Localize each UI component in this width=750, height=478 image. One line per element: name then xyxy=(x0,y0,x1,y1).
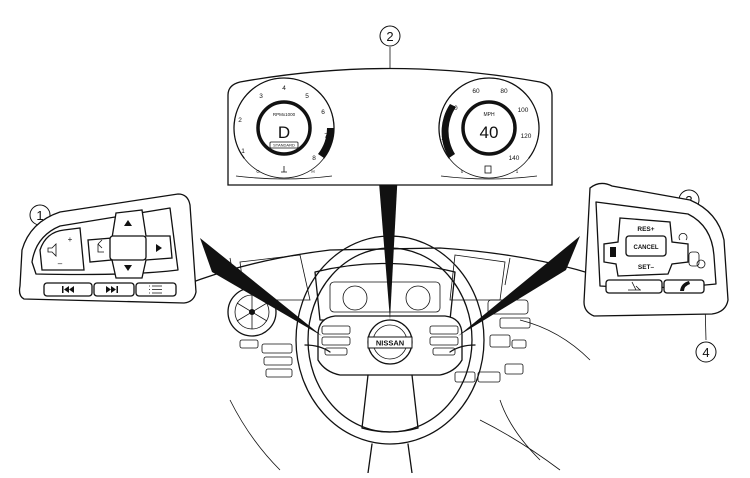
svg-text:120: 120 xyxy=(521,133,532,140)
right-steering-switch: RES+ CANCEL SET– xyxy=(583,182,729,317)
cancel-label: CANCEL xyxy=(634,245,659,251)
set-minus-label: SET– xyxy=(638,264,655,271)
svg-text:60: 60 xyxy=(472,88,480,95)
gear-indicator: D xyxy=(278,123,290,142)
following-distance-icon xyxy=(610,247,616,257)
svg-text:RPMx1000: RPMx1000 xyxy=(273,112,296,117)
fuel-icon xyxy=(484,165,492,174)
svg-text:4: 4 xyxy=(702,345,709,360)
menu-icon xyxy=(149,285,162,294)
instrument-cluster: RPMx1000 D STANDARD 1 2 3 4 5 6 7 8 C H … xyxy=(227,67,553,186)
center-console xyxy=(229,299,591,471)
previous-track-icon xyxy=(62,286,74,293)
right-arrow-icon xyxy=(156,244,162,252)
cruise-control-switch[interactable]: RES+ CANCEL SET– xyxy=(603,217,689,277)
steering-wheel: NISSAN xyxy=(295,235,485,474)
svg-text:4: 4 xyxy=(282,85,286,92)
svg-text:H: H xyxy=(311,169,314,174)
lane-icon xyxy=(688,251,700,267)
callout-4: 4 xyxy=(695,341,717,363)
svg-text:0: 0 xyxy=(461,169,464,174)
left-bottom-buttons xyxy=(43,282,177,297)
brand-text: NISSAN xyxy=(376,339,404,348)
svg-text:140: 140 xyxy=(509,155,520,162)
next-track-icon xyxy=(106,286,118,293)
svg-text:100: 100 xyxy=(518,107,529,114)
back-icon xyxy=(97,239,104,253)
left-dash-buttons xyxy=(239,339,293,378)
callout-2: 2 xyxy=(379,25,401,47)
cruise-icon xyxy=(696,259,706,269)
volume-minus: – xyxy=(58,259,63,268)
svg-text:8: 8 xyxy=(312,155,316,162)
speed-readout: 40 xyxy=(480,123,499,142)
svg-text:40: 40 xyxy=(450,105,458,112)
tachometer: RPMx1000 D STANDARD 1 2 3 4 5 6 7 8 C H xyxy=(233,77,335,180)
svg-text:5: 5 xyxy=(305,93,309,100)
voice-icon xyxy=(628,281,641,291)
volume-switch[interactable]: + – xyxy=(39,227,85,271)
svg-text:1: 1 xyxy=(36,208,43,223)
svg-text:C: C xyxy=(256,169,260,174)
res-plus-label: RES+ xyxy=(637,226,654,233)
volume-icon xyxy=(47,243,57,257)
svg-text:6: 6 xyxy=(321,109,325,116)
svg-text:7: 7 xyxy=(324,133,328,140)
pointer-beams xyxy=(200,170,580,336)
down-arrow-icon xyxy=(124,265,132,271)
drive-mode: STANDARD xyxy=(273,143,295,148)
svg-text:2: 2 xyxy=(238,117,242,124)
temperature-icon xyxy=(281,166,287,173)
nissan-logo: NISSAN xyxy=(367,319,413,365)
up-arrow-icon xyxy=(124,220,132,226)
svg-text:2: 2 xyxy=(386,29,393,44)
svg-text:20: 20 xyxy=(441,135,449,142)
svg-text:1: 1 xyxy=(241,148,245,155)
svg-text:3: 3 xyxy=(259,93,263,100)
phone-icon xyxy=(680,281,690,291)
speedometer: MPH 40 20 40 60 80 100 120 140 0 1 xyxy=(438,77,540,180)
svg-text:MPH: MPH xyxy=(483,112,495,118)
svg-text:80: 80 xyxy=(500,88,508,95)
left-steering-switch: + – xyxy=(18,193,197,304)
steering-assist-icon xyxy=(678,232,688,241)
d-pad[interactable] xyxy=(87,209,173,279)
meter-hood xyxy=(314,262,456,321)
volume-plus: + xyxy=(68,235,73,244)
svg-text:1: 1 xyxy=(516,169,519,174)
